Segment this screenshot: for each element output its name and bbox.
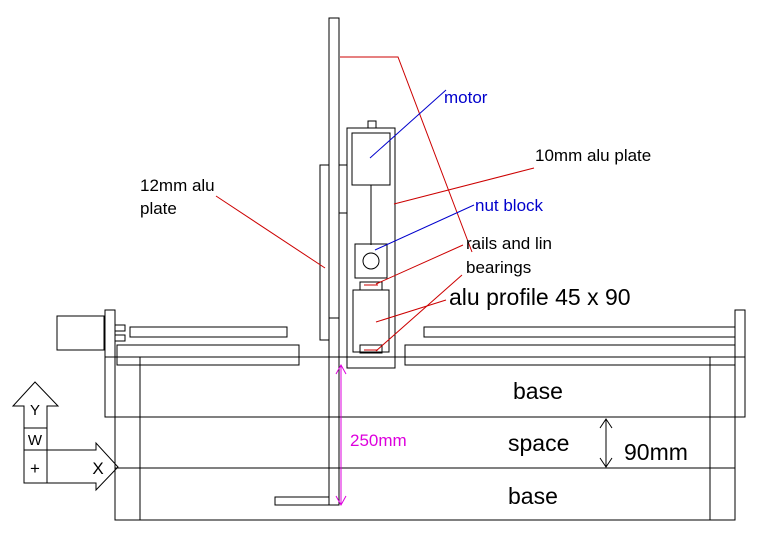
right-rail-lower — [404, 344, 736, 366]
label-nut-block: nut block — [475, 196, 544, 215]
leader-nut-block — [374, 204, 475, 251]
nut-block-body — [354, 243, 388, 279]
label-90mm: 90mm — [624, 439, 688, 465]
left-end-plate — [104, 309, 116, 418]
axis-letter-y: Y — [30, 402, 40, 419]
label-10mm-plate: 10mm alu plate — [535, 146, 651, 165]
rail-bottom — [359, 344, 383, 354]
nut-circle — [362, 252, 380, 270]
x-motor — [56, 315, 105, 351]
leader-10mm-to-rails — [340, 56, 473, 253]
label-alu-profile: alu profile 45 x 90 — [449, 284, 631, 310]
axis-plus: + — [30, 459, 40, 478]
top-base-block — [104, 356, 746, 418]
x-axis-arrow — [23, 441, 119, 492]
left-coupler-bottom — [114, 334, 126, 342]
leader-motor — [369, 89, 447, 159]
left-rail-lower — [116, 344, 300, 366]
label-base-top: base — [513, 378, 563, 404]
label-12mm-plate-line1: 12mm alu — [140, 176, 215, 195]
dim-90-arrow-top — [599, 418, 613, 429]
right-rail-upper — [423, 326, 736, 338]
axis-letter-x: X — [92, 459, 103, 478]
dim-250-arrow-bottom — [335, 495, 347, 507]
side-bracket — [319, 164, 330, 341]
motor-body — [351, 132, 391, 186]
left-rail-upper — [129, 326, 288, 338]
label-250mm: 250mm — [350, 431, 407, 450]
label-rails-line1: rails and lin — [466, 234, 552, 253]
leader-rails-lower — [375, 274, 463, 352]
right-end-plate — [734, 309, 746, 418]
leader-12mm-plate — [215, 195, 326, 269]
z-carriage-plate — [346, 127, 396, 369]
dim-250-arrow-top — [335, 363, 347, 375]
alu-profile-body — [352, 289, 390, 353]
bracket-block — [338, 164, 348, 214]
leader-alu-profile — [375, 299, 447, 323]
leader-rails-upper — [375, 244, 464, 285]
label-12mm-plate-line2: plate — [140, 199, 177, 218]
plate-foot — [274, 496, 330, 506]
label-space: space — [508, 430, 569, 456]
label-motor: motor — [444, 88, 488, 107]
left-coupler-top — [114, 324, 126, 332]
dim-90-arrow-bottom — [599, 457, 613, 468]
vertical-12mm-plate — [328, 17, 340, 506]
label-base-bottom: base — [508, 483, 558, 509]
axis-letter-w: W — [28, 432, 43, 449]
motor-shaft — [367, 120, 377, 129]
label-rails-line2: bearings — [466, 258, 531, 277]
leader-10mm-plate — [393, 167, 535, 205]
